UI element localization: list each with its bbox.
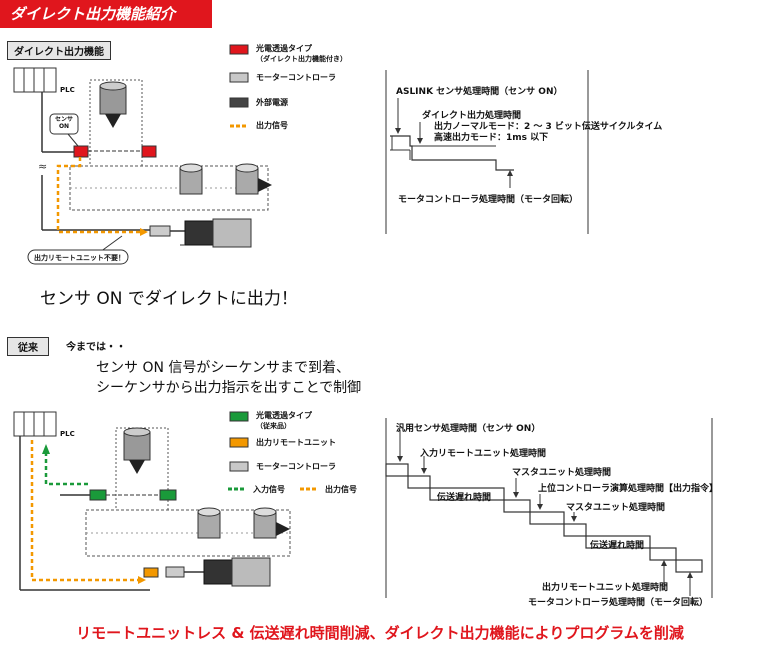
- bottom-timing-l4: 上位コントローラ演算処理時間【出力指令】: [538, 484, 719, 494]
- top-plc: [13, 67, 57, 93]
- top-output-signal-path: [56, 157, 140, 234]
- bottom-sensor-emitter: [89, 489, 107, 501]
- bottom-plc: [13, 411, 57, 437]
- top-plc-label: PLC: [60, 86, 75, 94]
- top-legend-3: 出力信号: [256, 121, 288, 130]
- bottom-timing-l2: 入力リモートユニット処理時間: [420, 449, 547, 459]
- footer-tagline: リモートユニットレス & 伝送遅れ時間削減、ダイレクト出力機能によりプログラムを…: [76, 624, 684, 642]
- top-timing-step: [390, 135, 514, 171]
- bottom-plc-label: PLC: [60, 430, 75, 438]
- bottom-timing-l8: 出力リモートユニット処理時間: [542, 583, 669, 593]
- top-timing-l5: モータコントローラ処理時間（モータ回転）: [398, 195, 579, 205]
- top-timing-l2: ダイレクト出力処理時間: [422, 111, 522, 121]
- bottom-intro: 今までは・・: [66, 342, 126, 353]
- bottom-desc-line2: シーケンサから出力指示を出すことで制御: [96, 380, 362, 396]
- bottom-timing-l7: 伝送遅れ時間: [590, 541, 645, 551]
- top-callout-text: 出力リモートユニット不要！: [34, 254, 125, 262]
- bottom-timing-l6: マスタユニット処理時間: [566, 503, 666, 513]
- top-legend-0-line1: 光電透過タイプ: [256, 44, 312, 53]
- svg-text:≈: ≈: [38, 160, 47, 173]
- top-conveyor: [69, 165, 269, 211]
- bottom-timing-l1: 汎用センサ処理時間（センサ ON）: [396, 424, 541, 434]
- bottom-legend-0: 光電透過タイプ （従来品）: [256, 411, 312, 431]
- top-section-label: ダイレクト出力機能: [7, 41, 111, 60]
- top-legend-swatch-0: [229, 44, 249, 55]
- top-timing-l4: 高速出力モード：1ms 以下: [434, 133, 549, 143]
- bottom-legend-swatch-1: [229, 437, 249, 448]
- top-headline: センサ ON でダイレクトに出力！: [40, 289, 298, 309]
- bottom-motor: [231, 557, 271, 587]
- top-timing-l1: ASLINK センサ処理時間（センサ ON）: [396, 87, 563, 97]
- top-legend-swatch-2: [229, 97, 249, 108]
- top-callout-bubble: [27, 249, 129, 265]
- bottom-legend-2: モーターコントローラ: [256, 462, 336, 471]
- bottom-timing-staircase: [385, 463, 703, 573]
- bottom-timing-l5: 伝送遅れ時間: [437, 493, 492, 503]
- bottom-legend-output: 出力信号: [325, 485, 357, 494]
- top-motor: [212, 218, 252, 248]
- top-sensor-on-bubble: [49, 113, 79, 135]
- top-external-power: [184, 220, 214, 246]
- top-sensor-on-line2: ON: [58, 123, 70, 130]
- bottom-legend-input: 入力信号: [253, 485, 285, 494]
- top-legend-0: 光電透過タイプ （ダイレクト出力機能付き）: [256, 44, 347, 64]
- bottom-legend-0-line1: 光電透過タイプ: [256, 411, 312, 420]
- top-sensor-receiver: [141, 145, 157, 158]
- top-legend-2: 外部電源: [256, 98, 288, 107]
- bottom-desc-line1: センサ ON 信号がシーケンサまで到着、: [96, 360, 350, 376]
- bottom-section-label: 従来: [7, 337, 49, 356]
- bottom-legend-1: 出力リモートユニット: [256, 438, 336, 447]
- top-sensor-emitter: [73, 145, 89, 158]
- page-title-banner: ダイレクト出力機能紹介: [0, 0, 212, 28]
- top-motor-controller: [149, 225, 171, 237]
- bottom-motor-controller: [165, 566, 185, 578]
- bottom-input-signal-path: [44, 452, 88, 486]
- bottom-external-power: [203, 559, 233, 585]
- top-legend-1: モーターコントローラ: [256, 73, 336, 82]
- top-sensor-on-line1: センサ: [55, 116, 74, 123]
- bottom-legend-0-line2: （従来品）: [256, 422, 291, 430]
- top-legend-swatch-1: [229, 72, 249, 83]
- bottom-output-remote-unit: [143, 567, 159, 578]
- top-legend-0-line2: （ダイレクト出力機能付き）: [256, 55, 347, 63]
- bottom-sensor-receiver: [159, 489, 177, 501]
- bottom-timing-l9: モータコントローラ処理時間（モータ回転）: [528, 598, 709, 608]
- top-sensor-on-label: センサ ON: [55, 116, 73, 130]
- bottom-output-signal-path: [30, 440, 140, 582]
- bottom-legend-swatch-0: [229, 411, 249, 422]
- bottom-legend-swatch-2: [229, 461, 249, 472]
- bottom-timing-l3: マスタユニット処理時間: [512, 468, 612, 478]
- top-timing-l3: 出力ノーマルモード：2 ～ 3 ビット伝送サイクルタイム: [434, 122, 663, 132]
